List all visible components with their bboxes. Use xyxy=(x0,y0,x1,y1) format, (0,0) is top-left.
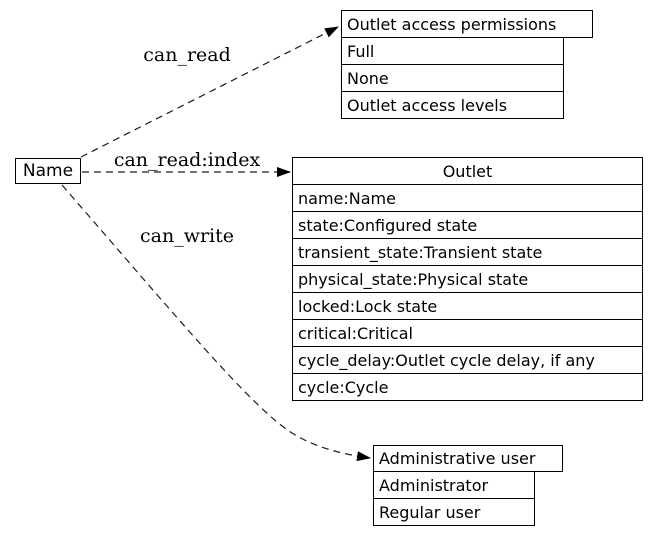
table-row: name:Name xyxy=(292,184,643,212)
table-row: transient_state:Transient state xyxy=(292,238,643,266)
table-administrative-user: Administrative user Administrator Regula… xyxy=(373,445,563,526)
edge-can-read xyxy=(80,26,339,158)
table-row: critical:Critical xyxy=(292,319,643,347)
table-row: Full xyxy=(341,37,564,65)
table-header: Outlet xyxy=(292,157,643,185)
table-row: state:Configured state xyxy=(292,211,643,239)
table-row: cycle:Cycle xyxy=(292,373,643,401)
table-row: Regular user xyxy=(373,498,535,526)
table-row: None xyxy=(341,64,564,92)
table-row: Outlet access levels xyxy=(341,91,564,119)
edge-can-write xyxy=(61,184,371,462)
edge-label-can-write: can_write xyxy=(139,225,235,247)
edge-label-can-read-index: can_read:index xyxy=(113,149,261,171)
table-row: physical_state:Physical state xyxy=(292,265,643,293)
table-row: Administrator xyxy=(373,471,535,499)
table-outlet: Outlet name:Name state:Configured state … xyxy=(292,157,643,401)
table-row: cycle_delay:Outlet cycle delay, if any xyxy=(292,346,643,374)
table-header: Outlet access permissions xyxy=(341,10,593,38)
table-row: locked:Lock state xyxy=(292,292,643,320)
table-outlet-access-permissions: Outlet access permissions Full None Outl… xyxy=(341,10,593,119)
table-header: Administrative user xyxy=(373,445,563,472)
node-name: Name xyxy=(15,158,81,184)
edge-label-can-read: can_read xyxy=(143,44,231,66)
